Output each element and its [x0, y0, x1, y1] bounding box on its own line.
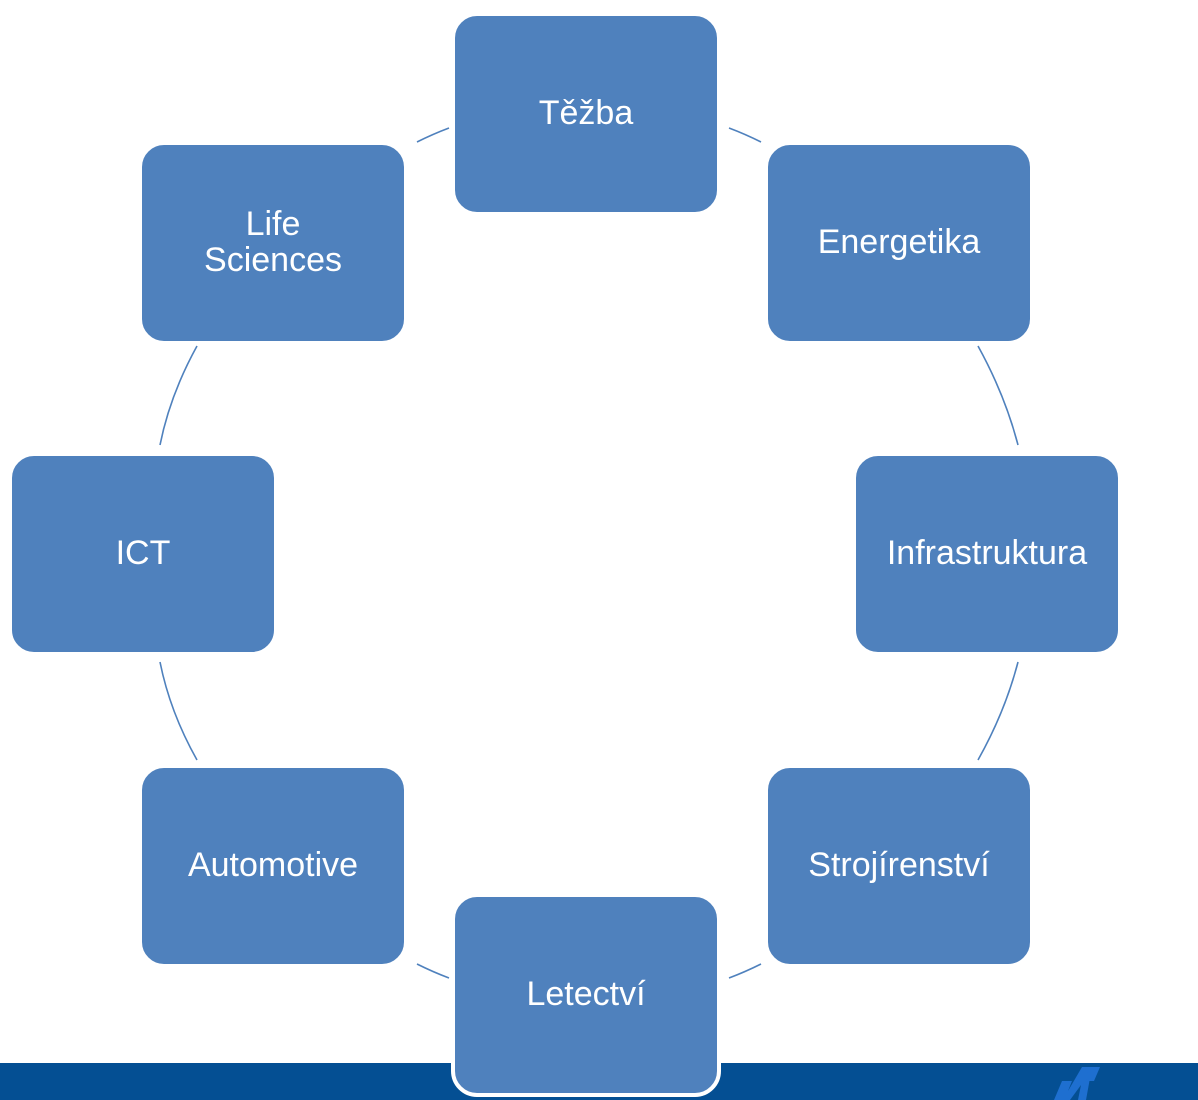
node-strojirenstvi: Strojírenství [764, 764, 1034, 968]
node-automotive: Automotive [138, 764, 408, 968]
node-label: Těžba [538, 94, 634, 133]
node-label: Energetika [817, 223, 981, 262]
connector-ict-life-sciences [159, 345, 198, 446]
node-ict: ICT [8, 452, 278, 656]
connector-infrastruktura-strojirenstvi [977, 661, 1019, 761]
node-letectvi: Letectví [451, 893, 721, 1097]
node-infrastruktura: Infrastruktura [852, 452, 1122, 656]
connector-automotive-ict [159, 661, 198, 761]
cycle-connectors [159, 127, 1019, 979]
node-label: Letectví [526, 975, 646, 1014]
node-label: Automotive [187, 846, 359, 885]
connector-strojirenstvi-letectvi [728, 963, 762, 979]
node-label: Infrastruktura [886, 534, 1088, 573]
node-tezba: Těžba [451, 12, 721, 216]
node-energetika: Energetika [764, 141, 1034, 345]
node-label: Life Sciences [204, 205, 342, 279]
node-label: ICT [115, 534, 171, 573]
node-label: Strojírenství [808, 846, 990, 885]
node-life-sciences: Life Sciences [138, 141, 408, 345]
connector-life-sciences-tezba [416, 127, 450, 143]
n-logo-icon [1054, 1067, 1100, 1100]
connector-tezba-energetika [728, 127, 762, 143]
connector-letectvi-automotive [416, 963, 450, 979]
connector-energetika-infrastruktura [977, 345, 1019, 446]
